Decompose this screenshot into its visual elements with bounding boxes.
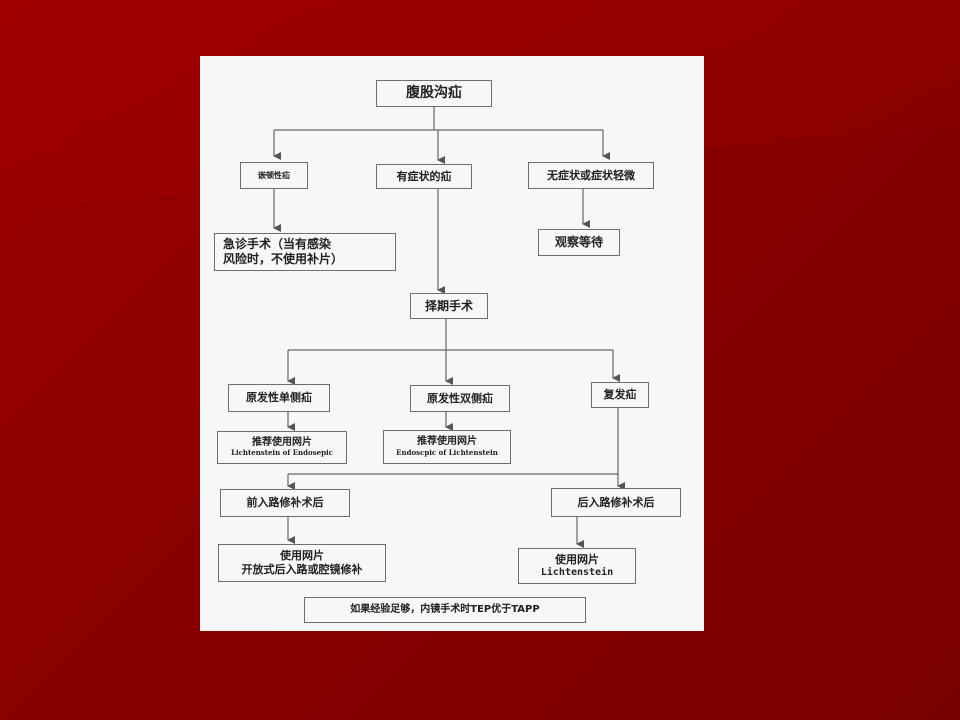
node-rec-mesh-bilateral: 推荐使用网片 Endoscpic of Lichtenstein [383, 430, 511, 464]
node-incarcerated-label: 嵌顿性疝 [258, 170, 290, 180]
connector-lines [273, 107, 625, 548]
node-elective-surgery: 择期手术 [410, 293, 488, 319]
node-mesh-lichtenstein-line1: 使用网片 [555, 552, 599, 566]
node-primary-unilateral: 原发性单侧疝 [228, 384, 330, 412]
node-after-posterior-repair: 后入路修补术后 [551, 488, 681, 517]
node-after-anterior-repair: 前入路修补术后 [220, 489, 350, 517]
node-mesh-lichtenstein-line2: Lichtenstein [540, 566, 614, 578]
node-rec-unilateral-line2: Lichtenstein of Endosepic [231, 448, 333, 458]
node-asymptomatic-label: 无症状或症状轻微 [547, 168, 635, 182]
node-inguinal-hernia-label: 腹股沟疝 [406, 84, 462, 101]
node-recurrent-label: 复发疝 [603, 388, 637, 402]
node-asymptomatic: 无症状或症状轻微 [528, 162, 654, 189]
flowchart-slide: 腹股沟疝 嵌顿性疝 有症状的疝 无症状或症状轻微 急诊手术（当有感染 风险时，不… [200, 56, 704, 631]
node-mesh-open-line1: 使用网片 [280, 549, 324, 563]
node-symptomatic-label: 有症状的疝 [396, 169, 452, 183]
node-primary-bilateral: 原发性双侧疝 [410, 385, 510, 412]
node-rec-mesh-unilateral: 推荐使用网片 Lichtenstein of Endosepic [217, 431, 347, 464]
node-symptomatic: 有症状的疝 [376, 164, 472, 189]
node-mesh-open-line2: 开放式后入路或腔镜修补 [241, 563, 363, 576]
node-emergency-surgery: 急诊手术（当有感染 风险时，不使用补片） [214, 233, 396, 271]
node-rec-bilateral-line1: 推荐使用网片 [417, 436, 477, 448]
node-elective-surgery-label: 择期手术 [424, 298, 473, 313]
node-incarcerated: 嵌顿性疝 [240, 162, 308, 189]
footnote-text: 如果经验足够，内镜手术时TEP优于TAPP [350, 603, 540, 615]
node-after-anterior-label: 前入路修补术后 [246, 496, 324, 510]
node-mesh-open-or-endoscopic: 使用网片 开放式后入路或腔镜修补 [218, 544, 386, 582]
node-after-posterior-label: 后入路修补术后 [577, 495, 655, 509]
node-mesh-lichtenstein: 使用网片 Lichtenstein [518, 548, 636, 584]
node-recurrent: 复发疝 [591, 382, 649, 408]
node-watchful-waiting-label: 观察等待 [554, 235, 603, 249]
node-primary-unilateral-label: 原发性单侧疝 [246, 391, 312, 405]
node-rec-bilateral-line2: Endoscpic of Lichtenstein [396, 447, 498, 457]
node-primary-bilateral-label: 原发性双侧疝 [427, 391, 493, 405]
footnote-box: 如果经验足够，内镜手术时TEP优于TAPP [304, 597, 586, 623]
node-rec-unilateral-line1: 推荐使用网片 [252, 436, 312, 448]
node-emergency-line1: 急诊手术（当有感染 [223, 237, 332, 251]
node-inguinal-hernia: 腹股沟疝 [376, 80, 492, 107]
node-emergency-line2: 风险时，不使用补片） [223, 252, 344, 266]
node-watchful-waiting: 观察等待 [538, 229, 620, 256]
